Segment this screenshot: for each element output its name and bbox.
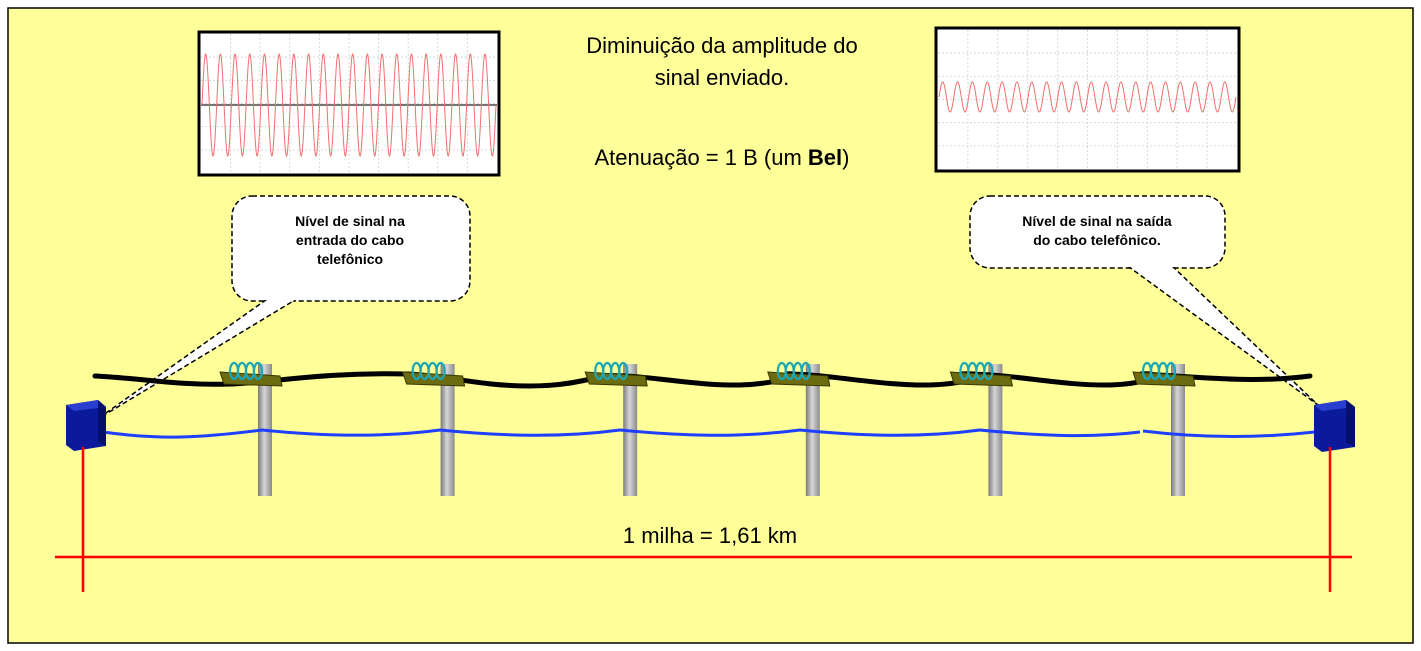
input-callout-line: telefônico	[316, 251, 384, 267]
input-terminal-box	[66, 400, 106, 451]
title-line-2: sinal enviado.	[654, 65, 790, 90]
insulator-coil	[1165, 361, 1177, 381]
insulator-coil	[983, 361, 994, 381]
insulator-coil	[800, 361, 811, 381]
insulators-group	[219, 361, 1196, 387]
output-signal-trace	[938, 81, 1237, 113]
title-line-1: Diminuição da amplitude do	[586, 33, 858, 58]
distance-label: 1 milha = 1,61 km	[622, 523, 798, 548]
input-callout-text: Nível de sinal na entrada do cabo telefô…	[240, 212, 460, 269]
insulator-clamp	[401, 361, 466, 387]
insulator-clamp	[767, 361, 831, 387]
ground-cable	[102, 428, 1316, 439]
input-oscilloscope	[197, 30, 501, 177]
input-callout-bubble	[95, 195, 471, 421]
insulator-coil	[252, 361, 264, 381]
utility-pole	[1171, 364, 1185, 496]
output-callout-text: Nível de sinal na saída do cabo telefôni…	[972, 212, 1222, 250]
insulator-clamp	[584, 361, 648, 387]
distance-measure	[55, 447, 1352, 592]
output-callout-line: Nível de sinal na saída	[1022, 213, 1172, 229]
insulator-coil	[618, 361, 629, 381]
output-callout-line: do cabo telefônico.	[1033, 232, 1161, 248]
input-signal-trace	[201, 53, 497, 157]
attenuation-unit: Bel	[807, 145, 843, 170]
output-oscilloscope	[934, 26, 1241, 173]
output-callout-bubble	[969, 195, 1319, 406]
input-callout-line: entrada do cabo	[295, 232, 405, 248]
attenuation-text: Atenuação = 1 B (um Bel)	[512, 145, 932, 171]
insulator-clamp	[1132, 361, 1196, 387]
insulator-clamp	[219, 361, 283, 387]
input-callout-line: Nível de sinal na	[295, 213, 405, 229]
insulator-coil	[435, 361, 446, 381]
attenuation-prefix: Atenuação = 1 B (um	[594, 145, 808, 170]
insulator-clamp	[949, 361, 1014, 387]
attenuation-suffix: )	[842, 145, 850, 170]
output-terminal-box	[1314, 400, 1355, 452]
